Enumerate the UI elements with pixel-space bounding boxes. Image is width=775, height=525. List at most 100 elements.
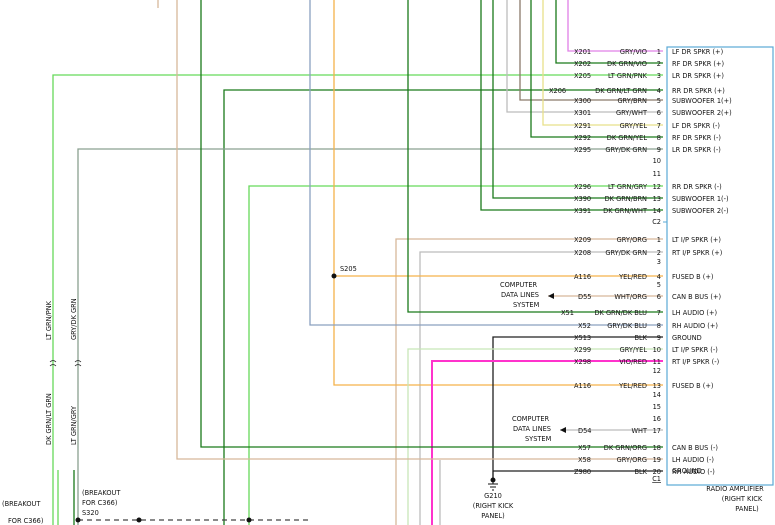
pin-function: SUBWOOFER 1(+) bbox=[672, 97, 732, 105]
module-label-3: PANEL) bbox=[735, 505, 758, 513]
circuit-id: X296 bbox=[574, 183, 591, 191]
splice-dot bbox=[75, 517, 81, 523]
circuit-id: X299 bbox=[574, 346, 591, 354]
circuit-id: X209 bbox=[574, 236, 591, 244]
breakout-1-line1: (BREAKOUT bbox=[2, 500, 41, 508]
wire-color: GRY/BRN bbox=[617, 97, 647, 105]
connector-c1: C1 bbox=[652, 475, 661, 483]
wire-routes bbox=[52, 0, 663, 525]
wire-color: BLK bbox=[634, 334, 647, 342]
pin-number: 1 bbox=[657, 48, 661, 56]
wire-x57 bbox=[200, 0, 663, 448]
splice-dot bbox=[246, 517, 252, 523]
pin-number: 5 bbox=[657, 97, 661, 105]
wire-x208 bbox=[419, 251, 663, 525]
wire-color: DK GRN/YEL bbox=[607, 134, 648, 142]
wire-x205 bbox=[52, 74, 663, 525]
wire-color: GRY/DK GRN bbox=[605, 146, 647, 154]
circuit-id: X205 bbox=[574, 72, 591, 80]
pin-number: 18 bbox=[653, 444, 661, 452]
wire-color: DK GRN/WHT bbox=[603, 207, 648, 215]
wire-color: BLK bbox=[634, 468, 647, 476]
pin-number: 3 bbox=[657, 72, 661, 80]
wire-x301 bbox=[506, 0, 663, 113]
data-lines-2-line1: COMPUTER bbox=[512, 415, 549, 423]
pin-function: LT I/P SPKR (+) bbox=[672, 236, 721, 244]
circuit-id: X298 bbox=[574, 358, 591, 366]
splice-s205 bbox=[331, 273, 337, 279]
pin-number: 5 bbox=[657, 281, 661, 289]
circuit-id: D54 bbox=[578, 427, 591, 435]
wire-x52 bbox=[309, 0, 663, 326]
wire-color: DK GRN/BRN bbox=[605, 195, 647, 203]
pin-number: 2 bbox=[657, 249, 661, 257]
wire-color: GRY/YEL bbox=[620, 346, 648, 354]
pin-function: RF DR SPKR (+) bbox=[672, 60, 724, 68]
pin-function: SUBWOOFER 2(-) bbox=[672, 207, 729, 215]
ground-name: G210 bbox=[484, 492, 502, 500]
pin-number: 20 bbox=[653, 468, 661, 476]
pin-function: LT I/P SPKR (-) bbox=[672, 346, 718, 354]
wire-color: GRY/YEL bbox=[620, 122, 648, 130]
circuit-id: Z980 bbox=[574, 468, 591, 476]
wire-x291 bbox=[542, 0, 663, 126]
wire-color: DK GRN/VIO bbox=[607, 60, 647, 68]
wire-x58 bbox=[176, 0, 663, 460]
vlabel-lt-grn-pnk: LT GRN/PNK bbox=[45, 300, 53, 340]
pin-function: RR DR SPKR (+) bbox=[672, 87, 725, 95]
pin-number: 7 bbox=[657, 309, 661, 317]
wire-x298 bbox=[431, 360, 663, 525]
breakout-2-line1: (BREAKOUT bbox=[82, 489, 121, 497]
pin-function: SUBWOOFER 1(-) bbox=[672, 195, 729, 203]
pin-function: RH AUDIO (+) bbox=[672, 322, 718, 330]
wire-color: GRY/ORG bbox=[617, 236, 647, 244]
wire-x299 bbox=[407, 348, 663, 525]
wire-color: WHT bbox=[631, 427, 647, 435]
pin-number: 8 bbox=[657, 134, 661, 142]
circuit-id: X301 bbox=[574, 109, 591, 117]
wire-color: GRY/ORG bbox=[617, 456, 647, 464]
ground-line2: (RIGHT KICK bbox=[473, 502, 514, 510]
pin-function: RF DR SPKR (-) bbox=[672, 134, 721, 142]
circuit-id: X208 bbox=[574, 249, 591, 257]
wire-color: WHT/ORG bbox=[614, 293, 647, 301]
pin-number: 9 bbox=[657, 334, 661, 342]
wire-color: VIO/RED bbox=[619, 358, 647, 366]
connector-c2: C2 bbox=[652, 218, 661, 226]
wire-color: DK GRN/DK BLU bbox=[594, 309, 647, 317]
pin-function: LH AUDIO (+) bbox=[672, 309, 717, 317]
circuit-id: X202 bbox=[574, 60, 591, 68]
pin-function: LH AUDIO (-) bbox=[672, 456, 714, 464]
ground-symbol bbox=[488, 471, 498, 491]
pin-function: RT I/P SPKR (+) bbox=[672, 249, 722, 257]
circuit-id: X391 bbox=[574, 207, 591, 215]
data-line-arrow-2 bbox=[560, 427, 566, 433]
pin-function: SUBWOOFER 2(+) bbox=[672, 109, 732, 117]
pin-number: 9 bbox=[657, 146, 661, 154]
circuit-id: X390 bbox=[574, 195, 591, 203]
wire-x209 bbox=[395, 238, 663, 525]
circuit-id: A116 bbox=[574, 273, 591, 281]
pin-function: FUSED B (+) bbox=[672, 273, 713, 281]
connector-marks bbox=[49, 360, 82, 367]
breakout-2-line2: FOR C366) bbox=[82, 499, 117, 507]
data-lines-2-line3: SYSTEM bbox=[525, 435, 552, 443]
pin-number: 6 bbox=[657, 293, 661, 301]
data-lines-1-line1: COMPUTER bbox=[500, 281, 537, 289]
pin-number: 13 bbox=[653, 382, 661, 390]
wire-x206 bbox=[223, 89, 663, 525]
breakout-1-line2: FOR C366) bbox=[8, 517, 43, 525]
circuit-id: X513 bbox=[574, 334, 591, 342]
wire-color: DK GRN/LT GRN bbox=[595, 87, 647, 95]
ground-line3: PANEL) bbox=[481, 512, 504, 520]
circuit-id: X201 bbox=[574, 48, 591, 56]
wire-x391 bbox=[480, 0, 663, 211]
wire-x300 bbox=[519, 0, 663, 101]
wire-x51 bbox=[407, 0, 663, 313]
pin-function: RR DR SPKR (-) bbox=[672, 183, 722, 191]
pin-function: GROUND bbox=[672, 334, 702, 342]
pin-number: 6 bbox=[657, 109, 661, 117]
wire-color: GRY/DK BLU bbox=[607, 322, 647, 330]
pin-function: CAN B BUS (+) bbox=[672, 293, 721, 301]
